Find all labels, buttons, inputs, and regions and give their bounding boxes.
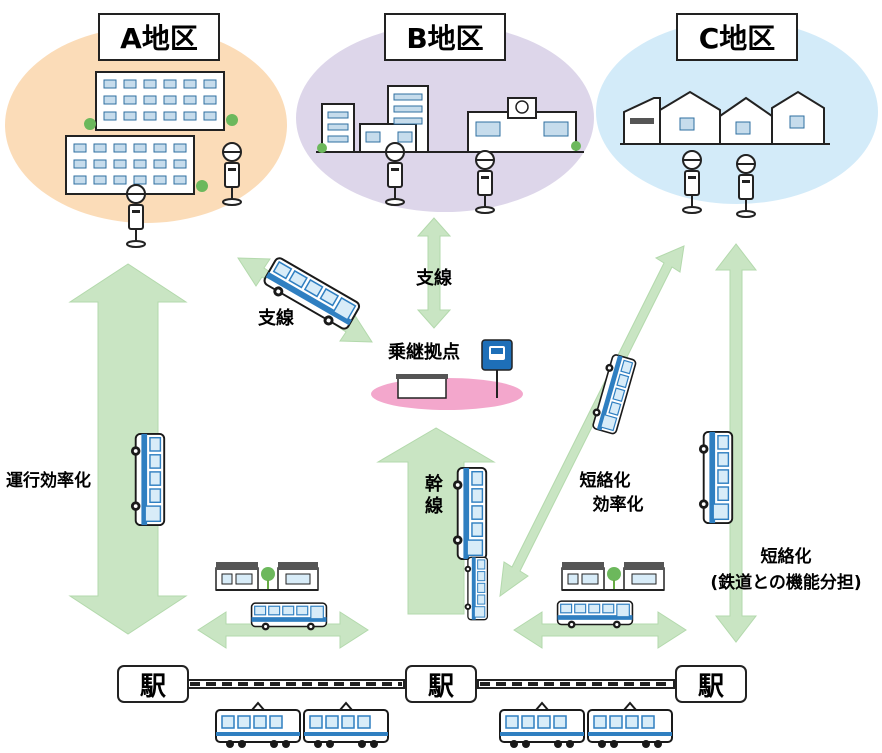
district-c-label: C地区 <box>699 22 776 55</box>
branch-arrow-top <box>416 217 452 329</box>
branch-top-label: 支線 <box>415 267 452 289</box>
shorten-label-2: 効率化 <box>593 494 644 515</box>
district-a <box>5 27 287 248</box>
transfer-hub: 乗継拠点 <box>371 339 523 410</box>
shorten-label-1: 短絡化 <box>580 470 631 491</box>
train-icon <box>499 702 673 749</box>
station-3: 駅 <box>675 665 747 703</box>
bus-stop-icon <box>736 154 756 218</box>
district-b <box>296 24 594 214</box>
bus-icon <box>129 432 166 527</box>
bus-stop-icon <box>126 184 146 248</box>
rail-line <box>187 679 675 689</box>
station-2-label: 駅 <box>428 672 454 702</box>
branch-left-label: 支線 <box>257 307 294 329</box>
bus-sign-icon <box>481 339 513 398</box>
train-icon <box>215 702 389 749</box>
bus-icon <box>452 466 488 561</box>
feeder-arrow-left <box>197 611 369 649</box>
bus-stop-icon <box>682 150 702 214</box>
trunk-arrow <box>376 427 496 615</box>
station-1-label: 駅 <box>140 672 166 702</box>
hub-area <box>371 378 523 410</box>
feeder-arrow-right <box>513 611 687 649</box>
district-a-label: A地区 <box>120 22 198 55</box>
efficiency-arrow <box>68 263 188 635</box>
trunk-label-1: 幹 <box>425 473 444 495</box>
bus-icon <box>250 602 328 632</box>
bus-icon <box>463 556 489 621</box>
district-c <box>596 20 878 218</box>
district-c-label-box: C地区 <box>676 13 798 61</box>
houses-group <box>620 90 830 145</box>
rail-shortcut-arrow <box>714 243 758 643</box>
bus-icon <box>587 352 638 436</box>
station-2: 駅 <box>405 665 477 703</box>
bus-icon <box>698 430 734 525</box>
station-1: 駅 <box>117 665 189 703</box>
bus-icon <box>556 600 634 630</box>
station-3-label: 駅 <box>698 672 724 702</box>
apartment-building <box>65 71 238 195</box>
bus-shelter <box>397 377 447 399</box>
district-b-label-box: B地区 <box>384 13 506 61</box>
rail-shorten-label-2: (鉄道との機能分担) <box>710 572 861 593</box>
houses-icon <box>215 561 319 591</box>
houses-icon <box>561 561 665 591</box>
shortcut-arrow-diagonal <box>499 245 685 598</box>
district-b-area <box>296 24 594 212</box>
hub-label: 乗継拠点 <box>388 341 460 363</box>
rail-shorten-label-1: 短絡化 <box>761 546 812 567</box>
trunk-label-2: 線 <box>425 495 443 517</box>
district-b-label: B地区 <box>406 22 483 55</box>
efficiency-label: 運行効率化 <box>6 470 91 491</box>
district-a-label-box: A地区 <box>98 13 220 61</box>
